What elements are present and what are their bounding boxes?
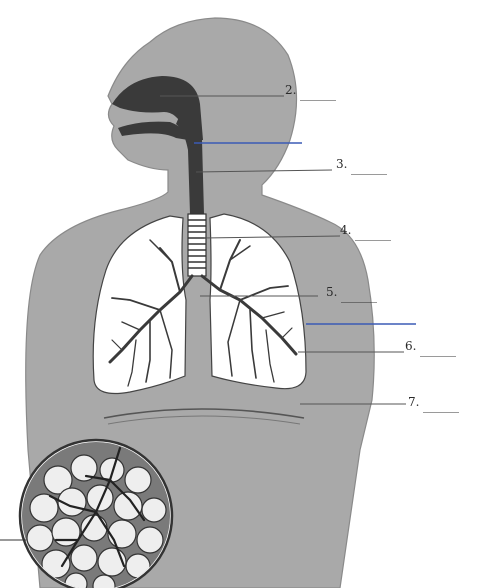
svg-text:______: ______ bbox=[355, 227, 391, 241]
svg-text:______: ______ bbox=[423, 399, 459, 413]
svg-text:5.: 5. bbox=[326, 285, 337, 299]
label-6: 6. ______ bbox=[405, 339, 456, 357]
label-3: 3. ______ bbox=[336, 157, 387, 175]
svg-text:3.: 3. bbox=[336, 157, 347, 171]
svg-text:2.: 2. bbox=[285, 83, 296, 97]
svg-text:7.: 7. bbox=[408, 395, 419, 409]
svg-text:______: ______ bbox=[300, 87, 336, 101]
svg-text:______: ______ bbox=[351, 161, 387, 175]
svg-text:______: ______ bbox=[341, 289, 377, 303]
label-7: 7. ______ bbox=[408, 395, 459, 413]
svg-text:4.: 4. bbox=[340, 223, 351, 237]
svg-text:6.: 6. bbox=[405, 339, 416, 353]
svg-text:______: ______ bbox=[420, 343, 456, 357]
trachea bbox=[188, 214, 206, 276]
